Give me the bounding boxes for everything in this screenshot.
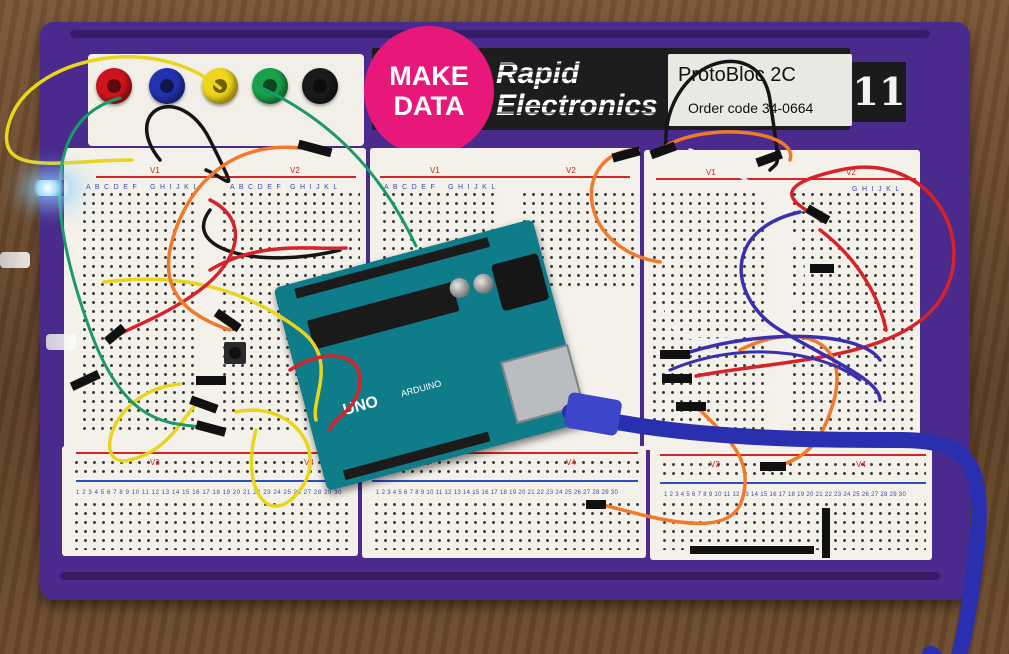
power-rail-red bbox=[656, 178, 916, 180]
red-binding-post-icon[interactable] bbox=[96, 68, 132, 104]
column-numbers: 1 2 3 4 5 6 7 8 9 10 11 12 13 14 15 16 1… bbox=[76, 490, 343, 496]
wire-connector bbox=[189, 395, 219, 414]
yellow-wire[interactable] bbox=[234, 408, 312, 508]
orange-wire[interactable] bbox=[589, 148, 662, 264]
blue-wire[interactable] bbox=[739, 210, 882, 402]
wire-connector bbox=[662, 374, 692, 383]
rail-label: V2 bbox=[846, 168, 856, 177]
yellow-wire[interactable] bbox=[4, 55, 222, 165]
model-name: ProtoBloc 2C bbox=[678, 64, 796, 86]
usb-plug[interactable] bbox=[563, 392, 622, 437]
row-letters: G H I J K L bbox=[150, 184, 199, 191]
red-wire[interactable] bbox=[288, 354, 362, 432]
power-rail-red bbox=[380, 176, 630, 178]
wire-connector bbox=[69, 370, 101, 391]
orange-wire[interactable] bbox=[166, 145, 302, 332]
black-wire[interactable] bbox=[664, 59, 780, 172]
row-letters: A B C D E F bbox=[230, 184, 283, 191]
hole-grid bbox=[650, 190, 770, 430]
model-label-box bbox=[668, 54, 852, 126]
white-wire[interactable] bbox=[656, 148, 804, 342]
green-wire[interactable] bbox=[58, 96, 222, 432]
row-letters: G H I J K L bbox=[290, 184, 339, 191]
wire-connector bbox=[213, 308, 242, 333]
hole-grid bbox=[660, 460, 926, 478]
push-button-cap[interactable] bbox=[229, 347, 241, 359]
pin-header-strip bbox=[822, 508, 830, 558]
rail-label: V4 bbox=[566, 458, 576, 467]
power-rail-blue bbox=[372, 480, 638, 482]
sticker-number: 11 bbox=[852, 62, 906, 122]
red-wire[interactable] bbox=[818, 228, 888, 332]
green-wire[interactable] bbox=[260, 86, 418, 248]
hole-grid bbox=[72, 458, 352, 476]
rail-label: V3 bbox=[150, 458, 160, 467]
power-rail-blue bbox=[660, 482, 926, 484]
clear-led-icon bbox=[46, 334, 76, 350]
rail-label: V3 bbox=[710, 460, 720, 469]
wire-connector bbox=[297, 139, 333, 158]
black-wire[interactable] bbox=[201, 208, 342, 260]
yellow-wire[interactable] bbox=[102, 277, 323, 422]
order-code: Order code 34-0664 bbox=[688, 100, 814, 116]
orange-wire[interactable] bbox=[658, 130, 793, 162]
wire-connector bbox=[649, 141, 677, 160]
rail-label: V4 bbox=[856, 460, 866, 469]
rail-label: V2 bbox=[566, 166, 576, 175]
usb-cable[interactable] bbox=[562, 404, 987, 654]
clear-led-icon bbox=[0, 252, 30, 268]
power-rail-red bbox=[660, 454, 926, 456]
rail-label: V1 bbox=[150, 166, 160, 175]
wire-connector bbox=[196, 376, 226, 385]
red-wire[interactable] bbox=[208, 246, 348, 272]
rail-label: V1 bbox=[430, 166, 440, 175]
power-rail-red bbox=[76, 452, 352, 454]
make-data-logo: MAKE DATA bbox=[364, 26, 494, 156]
logo-line-1: MAKE bbox=[389, 61, 469, 91]
base-top-rail bbox=[70, 30, 930, 38]
wire-connector bbox=[760, 462, 786, 471]
rail-label: V2 bbox=[290, 166, 300, 175]
hole-grid bbox=[80, 190, 200, 430]
blue-binding-post-icon[interactable] bbox=[149, 68, 185, 104]
base-bottom-rail bbox=[60, 572, 940, 580]
hole-grid bbox=[72, 500, 352, 550]
hole-grid bbox=[790, 190, 914, 430]
blue-led-lit-icon bbox=[34, 180, 68, 196]
pin-header-strip bbox=[690, 546, 814, 554]
wire-connector bbox=[810, 264, 834, 273]
wire-connector bbox=[805, 204, 831, 225]
wire-connector bbox=[104, 323, 127, 345]
rail-label: V1 bbox=[706, 168, 716, 177]
logo-line-2: DATA bbox=[393, 91, 465, 121]
wire-connector bbox=[676, 402, 706, 411]
wire-connector bbox=[195, 420, 227, 437]
hole-grid bbox=[372, 458, 640, 476]
row-letters: G H I J K L bbox=[852, 186, 901, 193]
column-numbers: 1 2 3 4 5 6 7 8 9 10 11 12 13 14 15 16 1… bbox=[664, 492, 907, 498]
black-binding-post-icon[interactable] bbox=[302, 68, 338, 104]
column-numbers: 1 2 3 4 5 6 7 8 9 10 11 12 13 14 15 16 1… bbox=[376, 490, 619, 496]
blue-wire[interactable] bbox=[688, 334, 882, 362]
black-wire[interactable] bbox=[145, 104, 231, 184]
yellow-wire[interactable] bbox=[107, 382, 202, 463]
power-rail-red bbox=[372, 452, 638, 454]
wire-connector bbox=[755, 149, 783, 168]
wire-connector bbox=[660, 350, 690, 359]
row-letters: A B C D E F bbox=[86, 184, 139, 191]
blue-wire[interactable] bbox=[668, 350, 862, 382]
power-rail-blue bbox=[76, 480, 352, 482]
wire-connector bbox=[611, 146, 641, 163]
red-wire[interactable] bbox=[110, 198, 238, 342]
row-letters: G H I J K L bbox=[448, 184, 497, 191]
wire-connector bbox=[586, 500, 606, 509]
row-letters: A B C D E F bbox=[384, 184, 437, 191]
